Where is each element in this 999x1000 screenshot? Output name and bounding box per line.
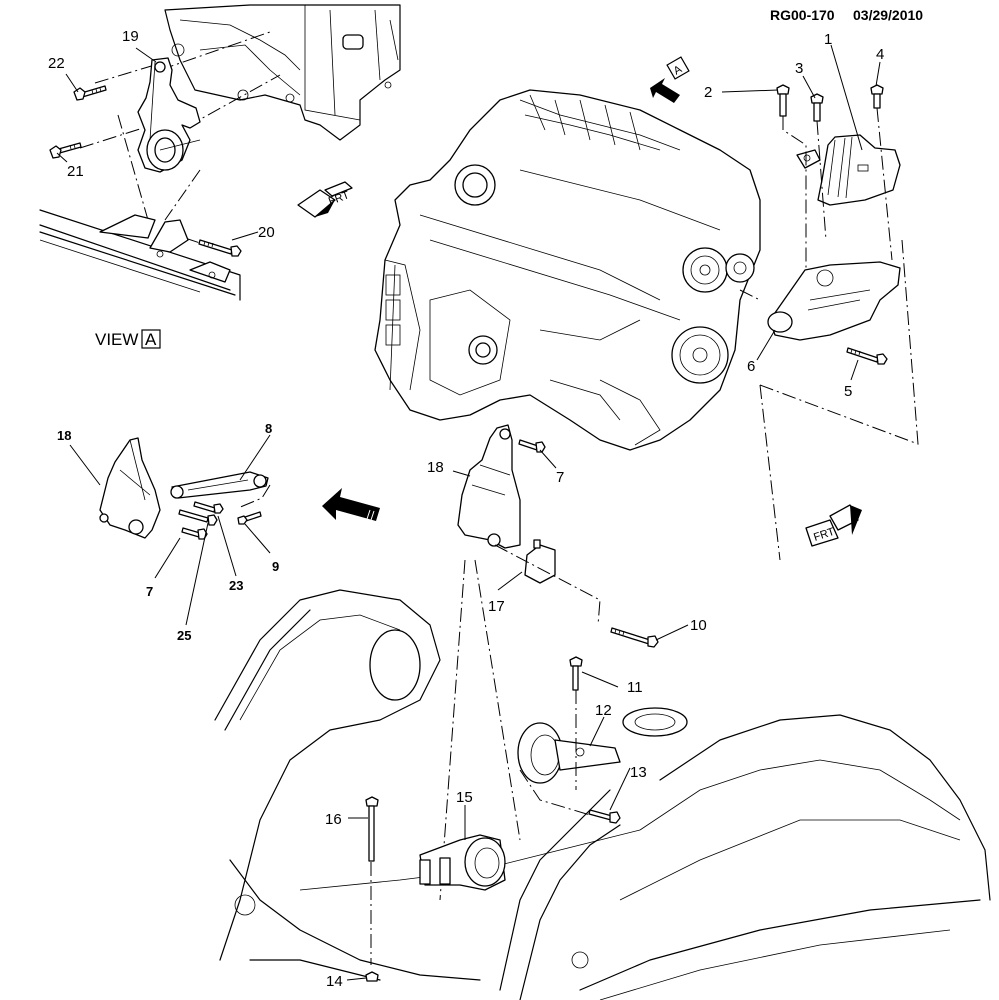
- callout-7-center: 7: [556, 469, 564, 486]
- callout-3: 3: [795, 60, 803, 77]
- drawing-date: 03/29/2010: [853, 7, 923, 23]
- callout-11: 11: [627, 679, 643, 696]
- callout-7-left: 7: [146, 584, 153, 599]
- part-11-bolt: [569, 656, 583, 691]
- callout-21: 21: [67, 163, 84, 180]
- part-21-bolt: [49, 142, 82, 159]
- part-6-bracket: [767, 261, 901, 341]
- callout-9: 9: [272, 559, 279, 574]
- part-13-bolt: [588, 809, 621, 824]
- part-15-mount: [419, 834, 506, 891]
- part-4-bolt: [870, 84, 884, 109]
- view-a-arrow-icon: A: [650, 56, 690, 103]
- part-9-bolt: [237, 511, 262, 525]
- callout-8: 8: [265, 421, 272, 436]
- callout-19: 19: [122, 28, 139, 45]
- callout-20: 20: [258, 224, 275, 241]
- part-20-bolt: [198, 239, 242, 257]
- callout-18-left: 18: [57, 428, 71, 443]
- callout-15: 15: [456, 789, 473, 806]
- part-19-mount-bracket: [137, 57, 201, 173]
- callout-2: 2: [704, 84, 712, 101]
- callout-22: 22: [48, 55, 65, 72]
- left-arrow-icon: [322, 488, 380, 524]
- callout-25: 25: [177, 628, 191, 643]
- callout-17: 17: [488, 598, 505, 615]
- part-7-bolt-left: [181, 527, 208, 540]
- callout-4: 4: [876, 46, 884, 63]
- drawing-id: RG00-170: [770, 7, 835, 23]
- frt-arrow-icon: FRT: [805, 504, 862, 547]
- view-a-letter: A: [145, 330, 157, 349]
- callout-12: 12: [595, 702, 612, 719]
- callout-6: 6: [747, 358, 755, 375]
- part-3-bolt: [810, 93, 824, 122]
- part-1-engine-mount: [796, 134, 901, 206]
- part-23-bolt: [193, 501, 224, 514]
- callout-1: 1: [824, 31, 832, 48]
- callout-18-center: 18: [427, 459, 444, 476]
- callout-10: 10: [690, 617, 707, 634]
- part-8-strut-rod: [170, 471, 269, 499]
- part-10-bolt: [610, 627, 659, 648]
- callout-16: 16: [325, 811, 342, 828]
- part-14-nut: [365, 971, 379, 982]
- view-a-inset: FRT VIEW A: [39, 4, 401, 349]
- view-a-label: VIEW: [95, 330, 138, 349]
- view-a-box: [141, 329, 161, 349]
- part-2-bolt: [776, 84, 790, 117]
- part-12-mount: [517, 722, 621, 784]
- part-5-bolt: [846, 347, 888, 365]
- part-18-bracket-center: [457, 424, 521, 549]
- part-22-bolt: [73, 85, 107, 101]
- engine-block-partial: [164, 4, 401, 141]
- callout-5: 5: [844, 383, 852, 400]
- leader-lines: [56, 44, 881, 981]
- vehicle-frame-structure: [214, 589, 991, 1000]
- callout-13: 13: [630, 764, 647, 781]
- part-17-shield: [524, 539, 556, 584]
- frt-arrow-icon: FRT: [297, 181, 353, 218]
- crossmember-view-a: [39, 209, 241, 301]
- callout-23: 23: [229, 578, 243, 593]
- part-16-bolt: [365, 796, 379, 862]
- part-18-bracket-left: [99, 437, 161, 539]
- callout-14: 14: [326, 973, 343, 990]
- engine-transaxle-assembly: [374, 89, 761, 451]
- callouts: 1 2 3 4 5 6 7 7 8 9 10 11 12 13 14 15 16…: [48, 28, 884, 990]
- part-25-bolt: [178, 509, 218, 526]
- part-7-bolt-center: [518, 439, 546, 453]
